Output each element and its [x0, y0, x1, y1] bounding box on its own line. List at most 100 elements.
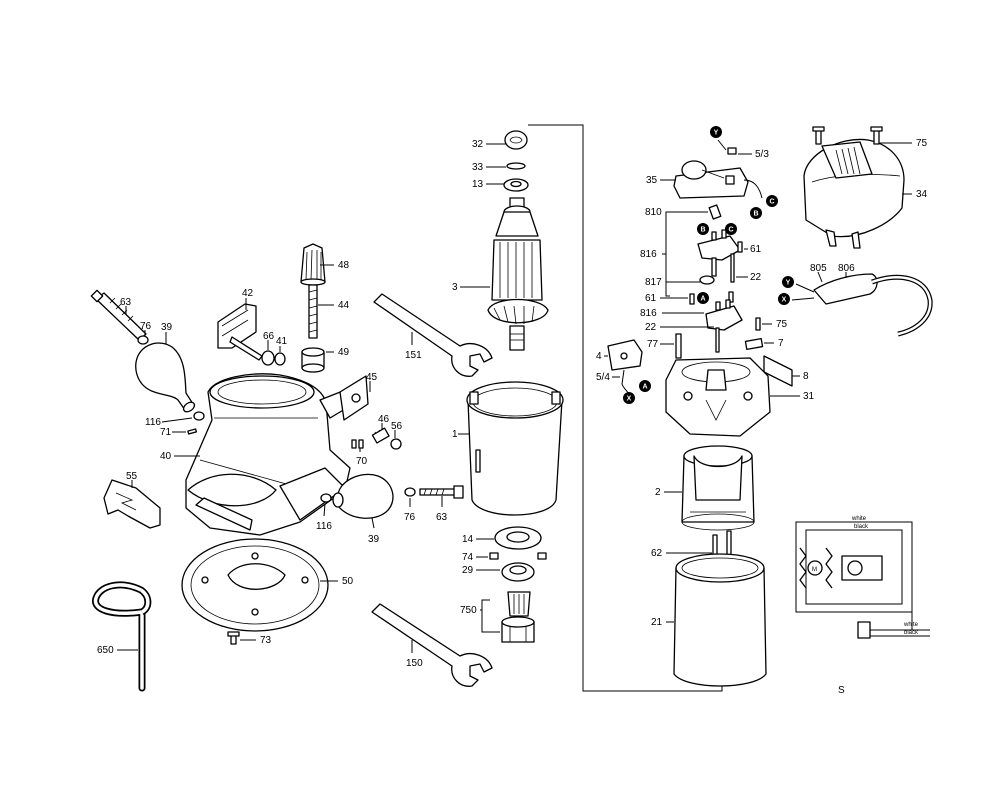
callout-dot — [697, 292, 709, 304]
part-74-screws — [489, 552, 547, 560]
part-63-bolt-b — [419, 485, 464, 499]
part-810-brush — [708, 204, 722, 220]
part-number-label: 48 — [338, 260, 350, 271]
part-number-label: 8 — [803, 371, 809, 382]
part-150-wrench — [371, 603, 493, 687]
callout-letter: Y — [714, 130, 719, 137]
part-number-label: 22 — [750, 272, 762, 283]
wire-label-white-out: white — [903, 622, 919, 628]
part-number-label: 806 — [838, 263, 855, 274]
callout-letter: B — [753, 211, 758, 218]
part-42-bracket — [217, 303, 263, 361]
part-76-washer-b — [404, 487, 416, 497]
part-39-knob-b — [332, 473, 394, 519]
part-116-washer — [193, 411, 205, 421]
part-71-pin — [187, 428, 198, 435]
part-61-screw-c — [728, 291, 734, 303]
part-number-label: 7 — [778, 338, 784, 349]
part-number-label: 76 — [404, 512, 416, 523]
part-750-collet — [501, 591, 535, 643]
part-45-latch — [339, 375, 369, 421]
part-number-label: 45 — [366, 372, 378, 383]
part-number-label: 151 — [405, 350, 422, 361]
part-number-label: 70 — [356, 456, 368, 467]
part-75-screw — [755, 317, 761, 331]
wire-callout-a: A — [697, 292, 709, 304]
part-1-motor-housing — [466, 381, 564, 516]
part-650-hex-key — [92, 581, 152, 692]
part-55-chip-shield — [103, 479, 161, 529]
part-817-spring — [699, 257, 717, 285]
part-116-washer-b — [320, 493, 332, 503]
part-61-screw-b — [689, 293, 695, 305]
part-number-label: 77 — [647, 339, 659, 350]
part-32-cap — [504, 130, 528, 150]
part-29-ring — [501, 562, 535, 582]
part-number-label: 74 — [462, 552, 474, 563]
part-75-screws-top — [812, 126, 883, 145]
part-number-label: 805 — [810, 263, 827, 274]
part-number-label: 62 — [651, 548, 663, 559]
part-number-label: 55 — [126, 471, 138, 482]
part-number-label: 63 — [436, 512, 448, 523]
part-77-screw — [675, 333, 682, 359]
part-4-terminal-block — [607, 339, 643, 371]
wire-label-white-top: white — [851, 516, 867, 522]
part-number-label: 29 — [462, 565, 474, 576]
wire-label-black-out: black — [904, 630, 919, 636]
wire-callout-b: B — [750, 207, 762, 219]
part-22-screw-b — [715, 327, 720, 353]
part-151-wrench — [373, 293, 493, 377]
part-number-label: 816 — [640, 308, 657, 319]
part-number-label: 46 — [378, 414, 390, 425]
part-70-pins — [351, 439, 364, 449]
part-7-brush — [744, 338, 764, 350]
part-number-label: 21 — [651, 617, 663, 628]
wire-label-black-top: black — [854, 524, 869, 530]
callout-dot — [697, 223, 709, 235]
part-number-label: 75 — [776, 319, 788, 330]
callout-dot — [710, 126, 722, 138]
part-number-label: 41 — [276, 336, 288, 347]
part-816-holder-b — [705, 299, 743, 331]
callout-letter: X — [627, 396, 632, 403]
part-number-label: 73 — [260, 635, 272, 646]
part-number-label: 56 — [391, 421, 403, 432]
part-number-label: 50 — [342, 576, 354, 587]
callout-dot — [750, 207, 762, 219]
part-76-washer — [137, 335, 149, 345]
part-number-label: 116 — [145, 417, 161, 428]
part-number-label: 810 — [645, 207, 662, 218]
wiring-schematic — [795, 521, 930, 639]
part-56-screw — [390, 438, 402, 450]
part-number-label: 35 — [646, 175, 658, 186]
part-number-label: 44 — [338, 300, 350, 311]
part-806-cord — [791, 273, 933, 337]
callout-letter: C — [769, 199, 774, 206]
part-22-screw — [730, 253, 735, 283]
part-number-label: 1 — [452, 429, 458, 440]
part-number-label: 4 — [596, 351, 602, 362]
part-34-top-cap — [803, 138, 905, 249]
group-bracket — [528, 124, 723, 692]
part-3-armature — [487, 197, 549, 351]
part-number-label: 13 — [472, 179, 484, 190]
wire-callout-c: C — [766, 195, 778, 207]
wire-callout-x: X — [778, 293, 790, 305]
part-31-end-bell — [665, 357, 771, 437]
part-number-label: 49 — [338, 347, 350, 358]
part-50-sub-base — [181, 538, 329, 632]
part-63-bolt — [90, 289, 147, 341]
callout-dot — [639, 380, 651, 392]
motor-symbol-label: M — [812, 567, 817, 573]
part-number-label: 61 — [750, 244, 762, 255]
callout-letter: A — [642, 384, 647, 391]
part-49-sleeve — [301, 347, 325, 373]
callout-letter: C — [728, 227, 733, 234]
part-number-label: 39 — [161, 322, 173, 333]
callout-dot — [778, 293, 790, 305]
part-number-label: 32 — [472, 139, 484, 150]
part-8-insulator — [763, 355, 793, 387]
